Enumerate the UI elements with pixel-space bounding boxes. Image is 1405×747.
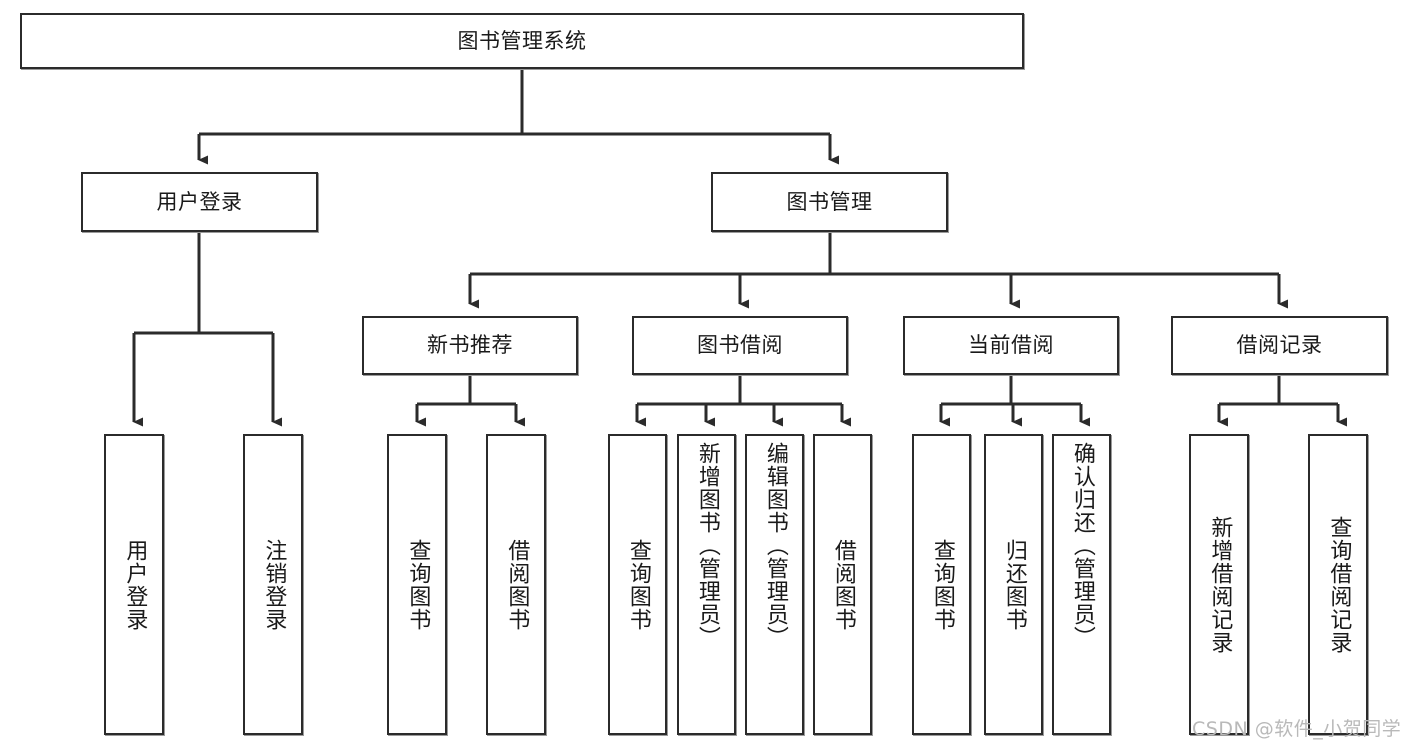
node-label: 借阅图书 bbox=[504, 538, 530, 631]
leaf-borrow-books-recommend[interactable]: 借阅图书 bbox=[486, 434, 546, 735]
node-label: 借阅图书 bbox=[830, 538, 856, 631]
node-label: 当前借阅 bbox=[968, 333, 1054, 358]
node-label: 用户登录 bbox=[156, 189, 243, 214]
node-label: 确认归还（管理员） bbox=[1069, 442, 1095, 649]
node-book-management[interactable]: 图书管理 bbox=[711, 172, 948, 232]
node-new-book-recommend[interactable]: 新书推荐 bbox=[362, 316, 578, 375]
node-label: 图书借阅 bbox=[697, 333, 783, 358]
node-label: 新增图书（管理员） bbox=[694, 442, 720, 649]
node-label: 借阅记录 bbox=[1236, 333, 1323, 358]
node-label: 新增借阅记录 bbox=[1207, 515, 1233, 654]
node-borrow-record[interactable]: 借阅记录 bbox=[1171, 316, 1388, 375]
node-label: 编辑图书（管理员） bbox=[762, 442, 788, 649]
node-label: 查询图书 bbox=[929, 538, 955, 631]
node-label: 新书推荐 bbox=[427, 333, 513, 358]
node-root-system[interactable]: 图书管理系统 bbox=[20, 13, 1024, 69]
node-label: 查询借阅记录 bbox=[1326, 515, 1352, 654]
leaf-query-borrow-record[interactable]: 查询借阅记录 bbox=[1308, 434, 1368, 735]
node-label: 用户登录 bbox=[122, 538, 148, 631]
leaf-user-login[interactable]: 用户登录 bbox=[104, 434, 164, 735]
node-current-borrow[interactable]: 当前借阅 bbox=[903, 316, 1119, 375]
node-book-borrow[interactable]: 图书借阅 bbox=[632, 316, 848, 375]
node-label: 注销登录 bbox=[261, 538, 287, 631]
leaf-return-books[interactable]: 归还图书 bbox=[984, 434, 1043, 735]
leaf-logout[interactable]: 注销登录 bbox=[243, 434, 303, 735]
node-label: 查询图书 bbox=[625, 538, 651, 631]
node-user-login[interactable]: 用户登录 bbox=[81, 172, 318, 232]
node-label: 归还图书 bbox=[1001, 538, 1027, 631]
node-label: 图书管理 bbox=[786, 189, 873, 214]
node-label: 查询图书 bbox=[405, 538, 431, 631]
leaf-add-book-admin[interactable]: 新增图书（管理员） bbox=[677, 434, 736, 735]
node-label: 图书管理系统 bbox=[457, 28, 587, 53]
leaf-query-books-recommend[interactable]: 查询图书 bbox=[387, 434, 447, 735]
leaf-query-books-borrow[interactable]: 查询图书 bbox=[608, 434, 667, 735]
leaf-borrow-books[interactable]: 借阅图书 bbox=[813, 434, 872, 735]
leaf-query-books-current[interactable]: 查询图书 bbox=[912, 434, 971, 735]
leaf-confirm-return-admin[interactable]: 确认归还（管理员） bbox=[1052, 434, 1111, 735]
watermark-text: CSDN @软件_小贺同学 bbox=[1192, 718, 1402, 740]
leaf-edit-book-admin[interactable]: 编辑图书（管理员） bbox=[745, 434, 804, 735]
leaf-add-borrow-record[interactable]: 新增借阅记录 bbox=[1189, 434, 1249, 735]
